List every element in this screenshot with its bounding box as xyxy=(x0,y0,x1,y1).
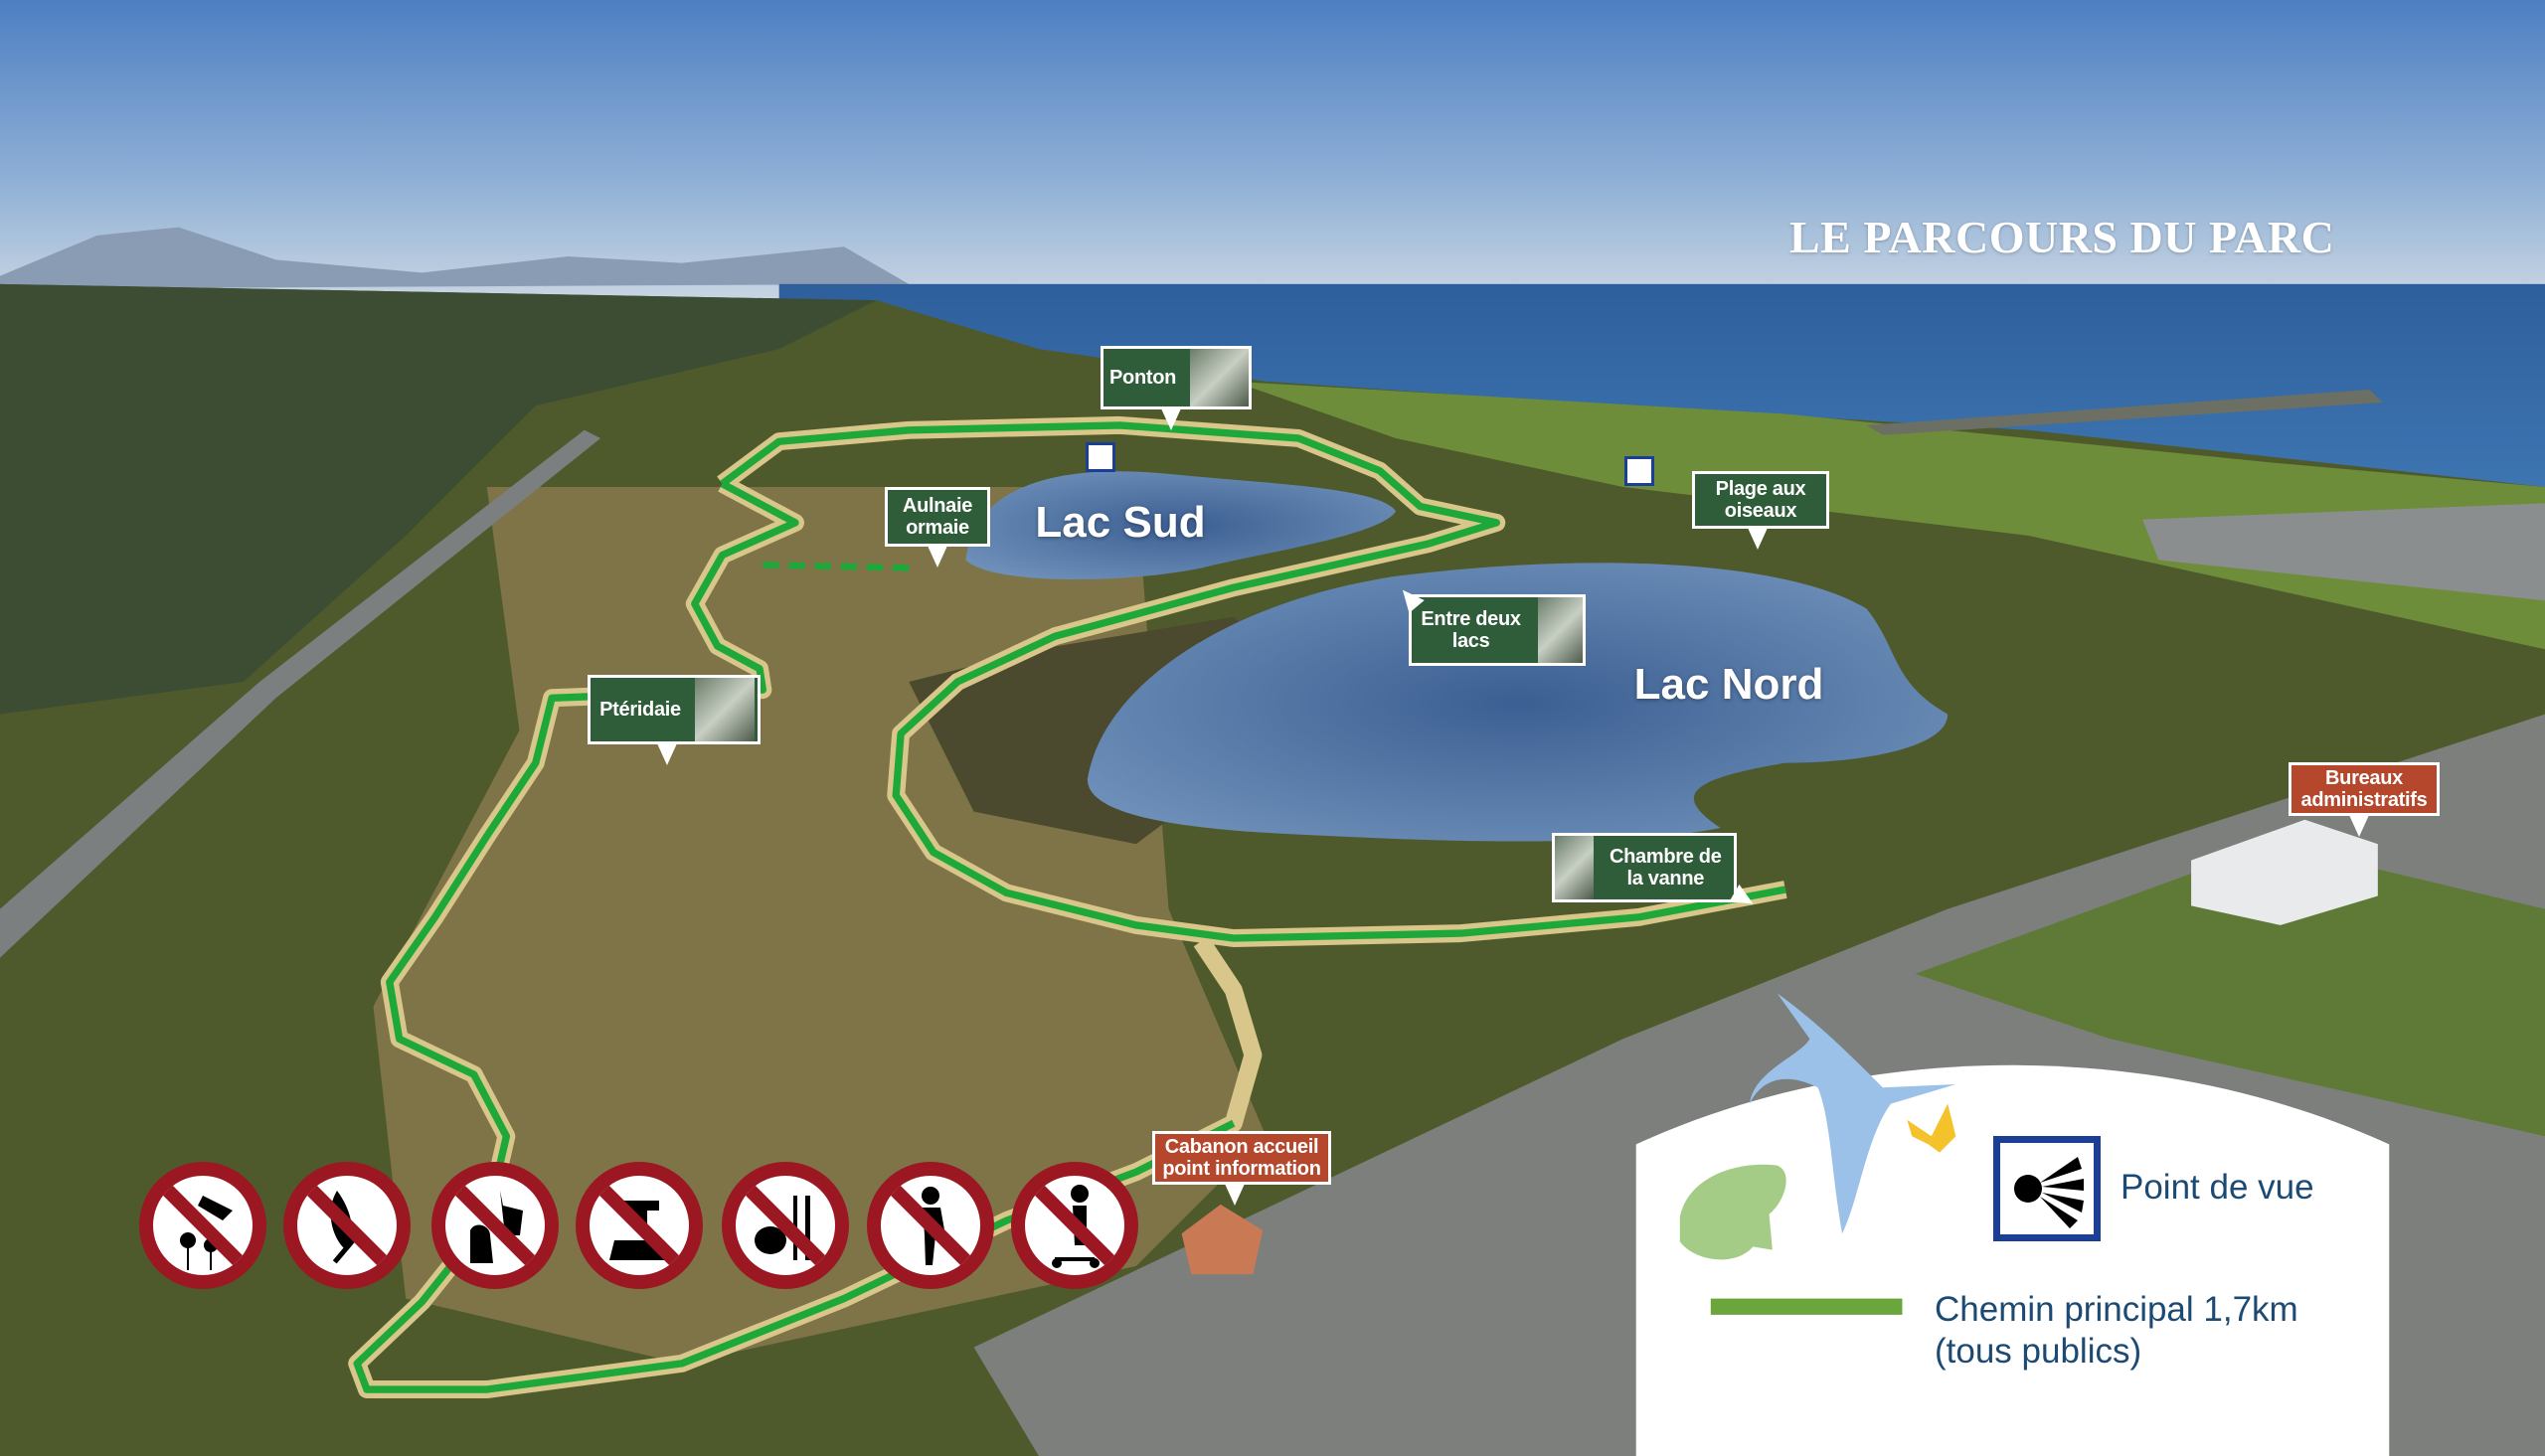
viewpoint-marker-icon[interactable] xyxy=(1086,442,1115,472)
no-drones-icon xyxy=(576,1162,703,1289)
lake-label-lac-nord: Lac Nord xyxy=(1633,660,1824,709)
bird-silhouette-icon xyxy=(1750,993,1956,1234)
pteridaie-photo xyxy=(694,678,755,741)
road-left xyxy=(0,429,601,958)
jetty xyxy=(1866,389,2383,435)
no-pets-icon xyxy=(431,1162,559,1289)
legend-path-label: Chemin principal 1,7km xyxy=(1935,1290,2298,1329)
label-cabanon-accueil[interactable]: Cabanon accueil point information xyxy=(1152,1131,1331,1206)
parking-lot-top xyxy=(2142,503,2545,601)
legend-viewpoint-label: Point de vue xyxy=(2121,1168,2314,1207)
label-plage-aux-oiseaux[interactable]: Plage aux oiseaux xyxy=(1692,471,1829,550)
no-picking-flowers-glyph-icon xyxy=(180,1196,233,1270)
legend-panel xyxy=(1635,1064,2390,1456)
frog-icon xyxy=(1679,1164,1786,1260)
no-scooter-icon xyxy=(1011,1162,1138,1289)
legend-path-line xyxy=(1710,1298,1903,1315)
label-ponton[interactable]: Ponton xyxy=(1101,346,1252,430)
sky xyxy=(0,0,2545,301)
label-pteridaie[interactable]: Ptéridaie xyxy=(588,675,761,765)
chambre-photo xyxy=(1555,836,1594,899)
no-pets-glyph-icon xyxy=(470,1191,523,1263)
mountains xyxy=(0,227,910,289)
legend-path-sublabel: (tous publics) xyxy=(1935,1332,2142,1371)
cabanon-building xyxy=(1181,1204,1264,1275)
label-chambre-de-la-vanne[interactable]: Chambre de la vanne xyxy=(1552,833,1737,902)
viewpoint-marker-icon[interactable] xyxy=(1624,456,1654,486)
grass-right xyxy=(1915,844,2545,1137)
ponton-photo xyxy=(1190,349,1249,406)
lac-nord xyxy=(1087,563,1949,842)
map-title: LE PARCOURS DU PARC xyxy=(1789,212,2335,262)
label-bureaux-administratifs[interactable]: Bureaux administratifs xyxy=(2289,762,2440,837)
no-eating-icon xyxy=(722,1162,849,1289)
label-entre-deux-lacs[interactable]: Entre deux lacs xyxy=(1409,594,1586,666)
lac-sud xyxy=(965,471,1397,580)
no-picking-flowers-icon xyxy=(139,1162,266,1289)
no-fire-icon xyxy=(283,1162,411,1289)
no-littering-icon xyxy=(867,1162,994,1289)
butterfly-icon xyxy=(1907,1103,1956,1153)
grass-coast xyxy=(1233,381,2545,650)
bureaux-building xyxy=(2191,819,2378,925)
town xyxy=(0,283,877,715)
label-aulnaie-ormaie[interactable]: Aulnaie ormaie xyxy=(885,487,990,567)
lake-label-lac-sud: Lac Sud xyxy=(1035,498,1206,547)
viewpoint-legend-icon xyxy=(1993,1136,2101,1241)
entre-deux-lacs-photo xyxy=(1538,597,1583,663)
